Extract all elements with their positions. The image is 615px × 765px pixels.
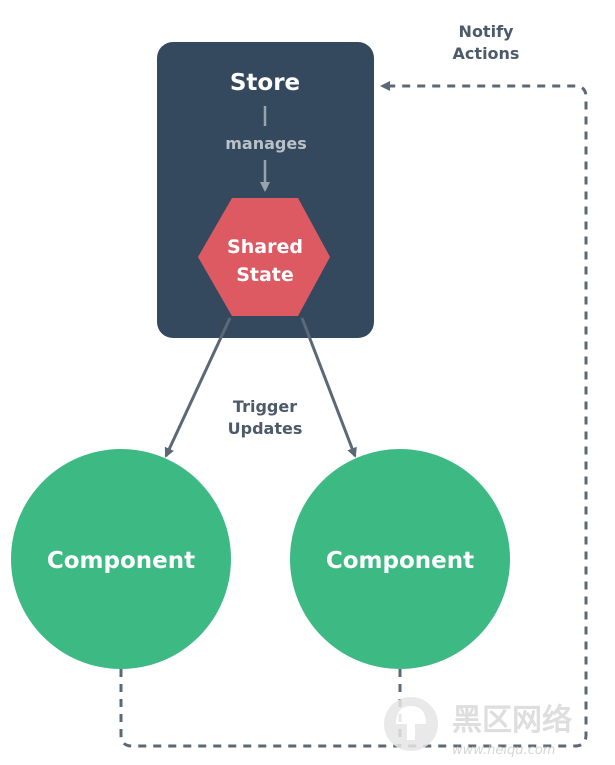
mushroom-icon xyxy=(396,706,426,740)
watermark-cjk-text: 黑区网络 xyxy=(452,703,572,738)
notify-label-line1: Notify xyxy=(459,22,514,41)
component-right-label: Component xyxy=(326,548,474,574)
watermark: 黑区网络 www.heiqu.com xyxy=(384,697,572,758)
shared-state-line2: State xyxy=(236,264,294,286)
shared-state-hexagon xyxy=(198,198,330,316)
component-right-circle xyxy=(290,449,510,669)
trigger-label-line2: Updates xyxy=(228,419,303,438)
trigger-label-line1: Trigger xyxy=(233,397,297,416)
notify-dashed-path xyxy=(119,81,588,748)
notify-label-line2: Actions xyxy=(453,44,520,63)
shared-state-line1: Shared xyxy=(227,236,303,258)
component-left-circle xyxy=(11,449,231,669)
trigger-arrow-right xyxy=(300,317,357,458)
component-left-label: Component xyxy=(47,548,195,574)
trigger-arrow-left xyxy=(164,317,232,458)
store-title: Store xyxy=(230,70,300,96)
manages-label: manages xyxy=(225,134,306,153)
watermark-url-text: www.heiqu.com xyxy=(452,743,555,758)
